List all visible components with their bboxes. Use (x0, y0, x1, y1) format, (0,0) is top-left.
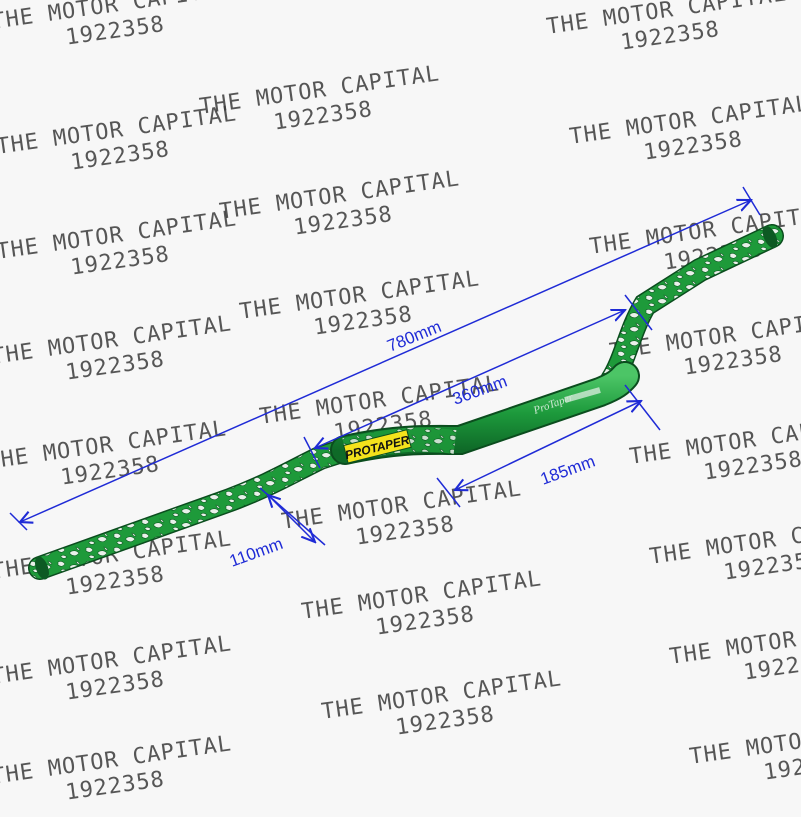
dimension-width: 780mm (9, 186, 761, 531)
dimension-width-label: 780mm (384, 317, 444, 356)
dimension-rise-section-label: 185mm (538, 452, 598, 489)
dimension-rise-label: 110mm (227, 534, 286, 571)
handlebar (28, 224, 784, 580)
dimension-clamp-width-label: 360mm (450, 372, 510, 409)
